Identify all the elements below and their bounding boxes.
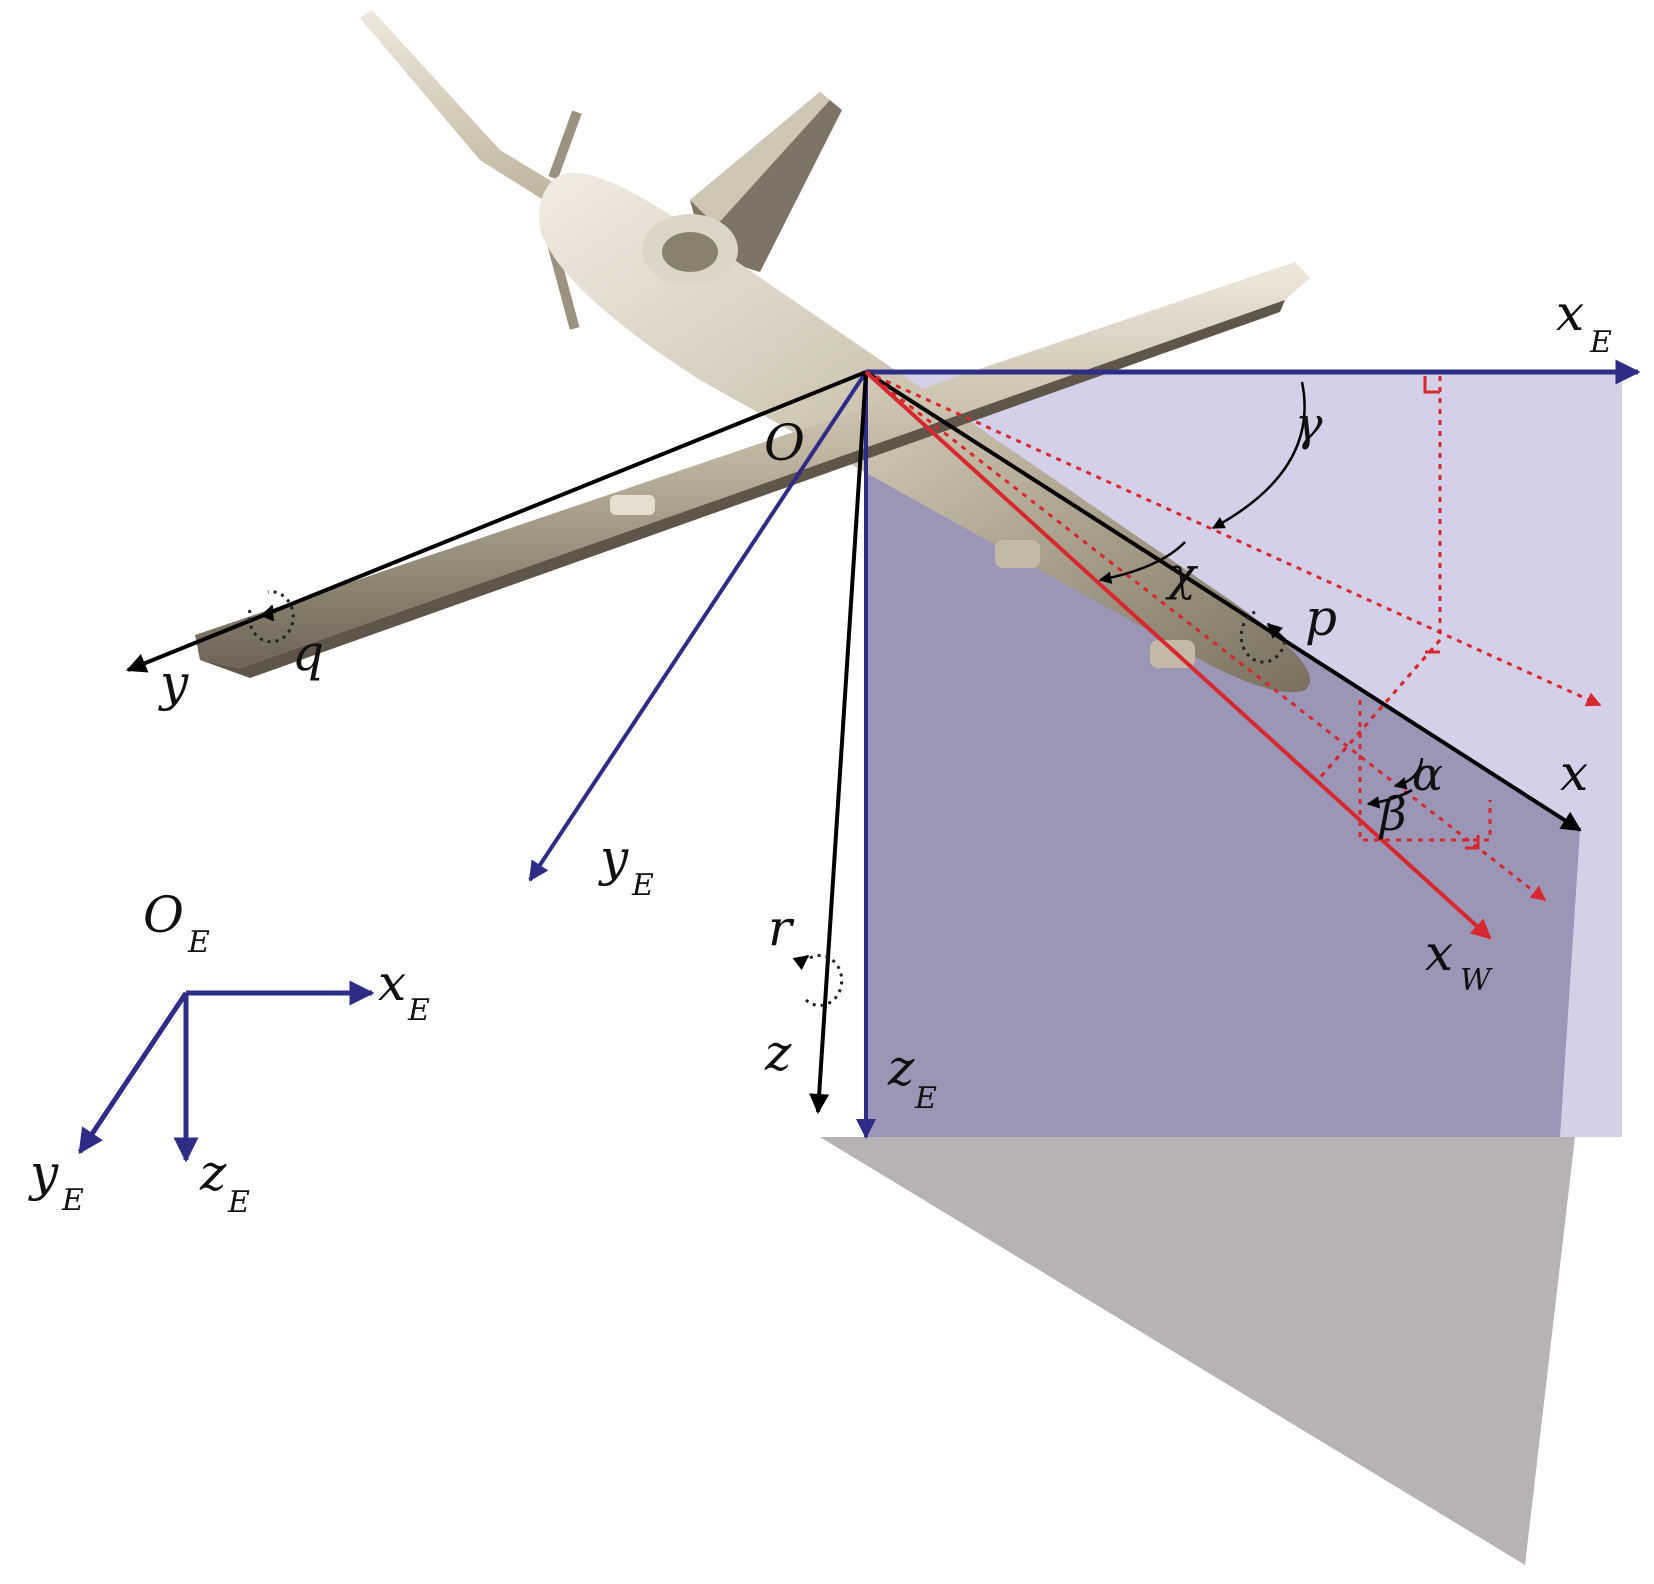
body-x-label: x <box>1560 744 1588 802</box>
wind-axes <box>864 370 1602 940</box>
wind-x-label: x <box>1425 924 1453 982</box>
box-lines <box>1358 700 1492 842</box>
earth-axes <box>528 359 1641 1139</box>
body-z-axis <box>809 371 868 1114</box>
beta-label: β <box>1378 787 1407 841</box>
ref-z-label: z <box>199 1144 227 1202</box>
drop-line-xw <box>1316 639 1442 781</box>
right-angle-mark-low <box>1465 835 1480 850</box>
earth-y-sub: E <box>631 868 654 903</box>
earth-y-label: y <box>598 829 629 887</box>
body-x-axis <box>864 370 1582 832</box>
labels: O x E x y z y E z E x W p q r γ χ α β O … <box>28 284 1612 1220</box>
chi-label: χ <box>1165 547 1199 601</box>
ref-y-label: y <box>28 1144 59 1202</box>
earth-x-sub: E <box>1589 325 1612 360</box>
rotation-rates <box>247 590 1287 1007</box>
roll-rate-label: p <box>1305 589 1337 647</box>
ref-origin-sub: E <box>187 925 210 960</box>
earth-x-label: x <box>1556 284 1584 342</box>
right-angle-mark-top <box>1423 376 1440 394</box>
chi-arc <box>1098 541 1186 584</box>
ref-y-axis <box>77 991 189 1155</box>
ref-x-label: x <box>378 954 406 1012</box>
angle-arcs <box>1098 381 1424 809</box>
uav-aircraft-icon <box>195 10 1310 693</box>
body-y-label: y <box>158 654 189 712</box>
reference-earth-frame <box>77 980 375 1163</box>
projection-upper <box>865 370 1602 707</box>
side-plane <box>820 1137 1575 1565</box>
body-z-label: z <box>764 1024 792 1082</box>
r-rate-icon <box>804 953 844 1007</box>
alpha-arc <box>1393 757 1424 790</box>
ref-origin-label: O <box>143 886 184 944</box>
gamma-arc <box>1211 381 1306 530</box>
gamma-label: γ <box>1295 397 1323 451</box>
ref-y-sub: E <box>61 1183 84 1218</box>
wind-x-sub: W <box>1460 963 1493 998</box>
pitch-rate-label: q <box>292 624 324 682</box>
q-rate-arrow <box>260 604 274 622</box>
body-axes <box>126 370 1582 1114</box>
alpha-label: α <box>1412 747 1443 801</box>
beta-arc <box>1366 788 1413 809</box>
p-rate-arrow <box>1266 622 1287 642</box>
q-rate-icon <box>247 590 295 644</box>
earth-y-axis <box>528 370 868 882</box>
ref-z-sub: E <box>227 1185 250 1220</box>
projection-lower <box>865 370 1547 902</box>
body-y-axis <box>126 370 867 673</box>
origin-label: O <box>764 414 805 472</box>
wind-x-axis <box>864 370 1492 940</box>
r-rate-arrow <box>792 954 810 971</box>
earth-z-sub: E <box>914 1081 937 1116</box>
ref-x-sub: E <box>407 993 430 1028</box>
earth-z-label: z <box>887 1039 915 1097</box>
yaw-rate-label: r <box>768 899 795 957</box>
